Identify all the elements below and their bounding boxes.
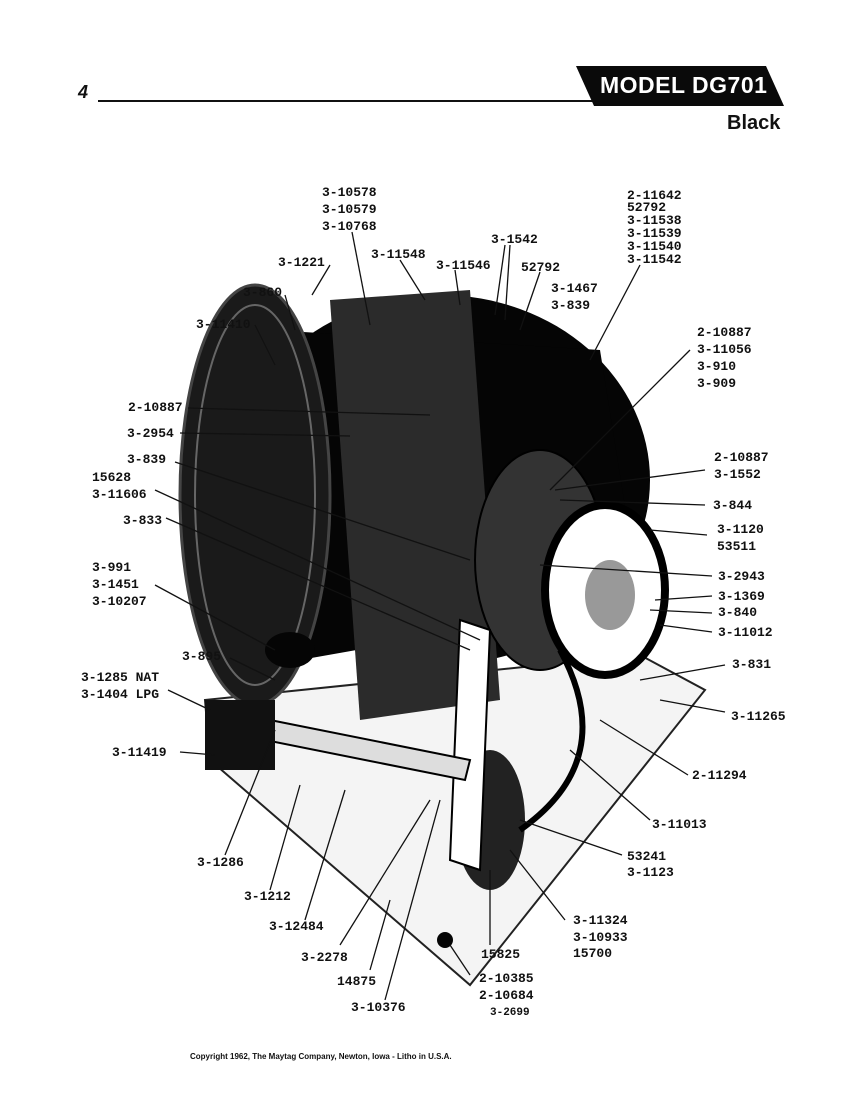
- part-label: 3-831: [732, 657, 772, 672]
- part-label: 3-11538: [627, 213, 682, 228]
- part-label: 2-10385: [479, 971, 534, 986]
- part-label: 3-2699: [490, 1007, 530, 1019]
- part-label: 3-840: [718, 605, 758, 620]
- part-label: 3-1212: [244, 889, 291, 904]
- part-label: 2-10887: [128, 400, 183, 415]
- part-label: 3-909: [697, 376, 737, 391]
- part-label: 3-1404 LPG: [81, 687, 160, 702]
- part-label: 3-11542: [627, 252, 682, 267]
- part-label: 3-1542: [491, 232, 538, 247]
- part-label: 2-11642: [627, 188, 682, 203]
- part-label: 3-11056: [697, 342, 752, 357]
- part-label: 3-1467: [551, 281, 598, 296]
- part-label: 3-1369: [718, 589, 765, 604]
- part-label: 3-12484: [269, 919, 324, 934]
- part-label: 3-1221: [278, 255, 325, 270]
- part-label: 3-10933: [573, 930, 628, 945]
- part-label: 3-839: [127, 452, 167, 467]
- part-label: 15628: [92, 470, 132, 485]
- part-label: 53241: [627, 849, 667, 864]
- part-label: 3-10376: [351, 1000, 406, 1015]
- copyright-notice: Copyright 1962, The Maytag Company, Newt…: [190, 1052, 452, 1061]
- part-label: 15825: [481, 947, 521, 962]
- part-label: 3-860: [243, 285, 283, 300]
- part-label: 3-2954: [127, 426, 174, 441]
- part-label: 3-833: [123, 513, 163, 528]
- part-label: 52792: [521, 260, 561, 275]
- part-label: 3-1120: [717, 522, 764, 537]
- part-label: 3-11546: [436, 258, 491, 273]
- part-label: 3-991: [92, 560, 132, 575]
- finish-label: Black: [727, 112, 781, 134]
- part-label: 3-11548: [371, 247, 426, 262]
- page-number: 4: [78, 82, 89, 102]
- part-label: 15700: [573, 946, 613, 961]
- part-label: 3-11013: [652, 817, 707, 832]
- part-label: 3-910: [697, 359, 737, 374]
- model-title: MODEL DG701: [600, 72, 768, 98]
- part-label: 3-1286: [197, 855, 244, 870]
- part-label: 3-10578: [322, 185, 377, 200]
- part-label: 3-11410: [196, 317, 251, 332]
- part-label: 53511: [717, 539, 757, 554]
- part-label: 3-10579: [322, 202, 377, 217]
- part-label: 2-10684: [479, 988, 534, 1003]
- part-label: 3-11265: [731, 709, 786, 724]
- part-label: 3-839: [551, 298, 591, 313]
- part-label: 3-11539: [627, 226, 682, 241]
- part-label: 2-11294: [692, 768, 747, 783]
- part-label: 3-1285 NAT: [81, 670, 160, 685]
- part-label: 3-11419: [112, 745, 167, 760]
- part-label: 3-11606: [92, 487, 147, 502]
- part-label: 3-844: [713, 498, 753, 513]
- part-label: 2-10887: [714, 450, 769, 465]
- part-label: 3-1451: [92, 577, 139, 592]
- part-label: 3-895: [182, 649, 222, 664]
- part-label: 3-1123: [627, 865, 674, 880]
- header-rule: [98, 100, 598, 102]
- part-label: 3-2278: [301, 950, 348, 965]
- part-label: 3-1552: [714, 467, 761, 482]
- part-label: 3-11012: [718, 625, 773, 640]
- part-label: 3-11324: [573, 913, 628, 928]
- part-label: 14875: [337, 974, 377, 989]
- model-banner: [576, 66, 784, 106]
- part-label: 3-11540: [627, 239, 682, 254]
- part-label: 2-10887: [697, 325, 752, 340]
- part-label: 3-10207: [92, 594, 147, 609]
- part-label: 52792: [627, 200, 667, 215]
- part-label: 3-2943: [718, 569, 765, 584]
- part-label: 3-10768: [322, 219, 377, 234]
